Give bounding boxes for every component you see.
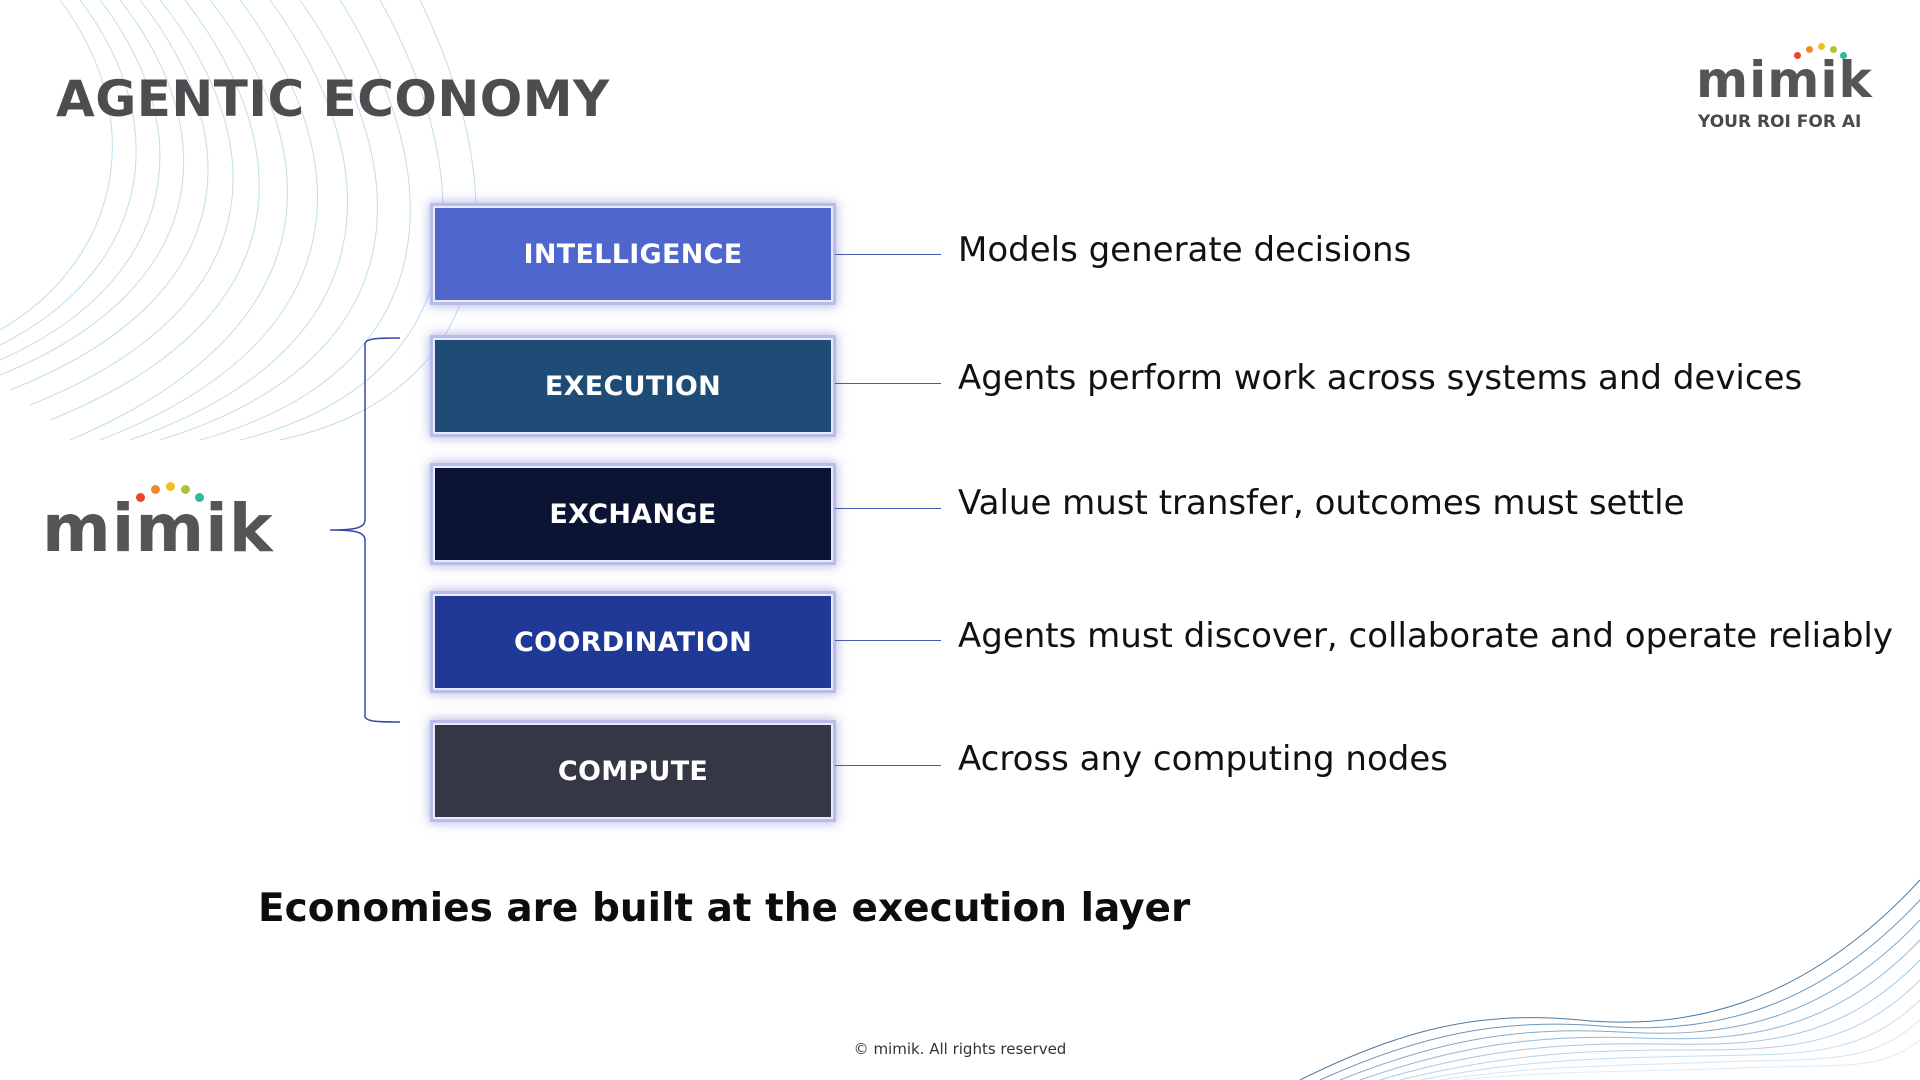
logo-wordmark: mimik: [42, 490, 274, 567]
mimik-logo-top-right: mimik YOUR ROI FOR AI: [1690, 40, 1890, 135]
layer-label: COORDINATION: [514, 626, 752, 658]
logo-dot-orange: [151, 485, 160, 494]
connector-line: [835, 640, 941, 641]
layer-compute: COMPUTE: [433, 723, 833, 819]
mimik-logo-left: mimik: [40, 475, 280, 575]
logo-tagline: YOUR ROI FOR AI: [1698, 112, 1862, 132]
layer-exchange: EXCHANGE: [433, 466, 833, 562]
connector-line: [835, 383, 941, 384]
slide-title: AGENTIC ECONOMY: [56, 70, 610, 128]
layer-label: COMPUTE: [557, 755, 709, 787]
logo-dot-teal: [195, 493, 204, 502]
logo-dot-teal: [1840, 52, 1847, 59]
layer-description: Across any computing nodes: [958, 739, 1448, 779]
copyright-footer: © mimik. All rights reserved: [853, 1040, 1067, 1058]
key-statement: Economies are built at the execution lay…: [258, 886, 1191, 931]
logo-dot-orange: [1806, 46, 1813, 53]
layer-label: INTELLIGENCE: [523, 238, 743, 270]
logo-dot-green: [1830, 46, 1837, 53]
logo-dot-green: [181, 485, 190, 494]
layer-description: Agents must discover, collaborate and op…: [958, 616, 1893, 656]
bracket-brace: [329, 337, 401, 723]
logo-dot-red: [136, 493, 145, 502]
logo-wordmark: mimik: [1696, 51, 1873, 109]
connector-line: [835, 254, 941, 255]
logo-dot-red: [1794, 52, 1801, 59]
layer-label: EXCHANGE: [549, 498, 717, 530]
layer-description: Models generate decisions: [958, 230, 1412, 270]
logo-dot-yellow: [1818, 43, 1825, 50]
connector-line: [835, 508, 941, 509]
logo-dot-yellow: [166, 482, 175, 491]
layer-execution: EXECUTION: [433, 338, 833, 434]
layer-intelligence: INTELLIGENCE: [433, 206, 833, 302]
connector-line: [835, 765, 941, 766]
layer-description: Agents perform work across systems and d…: [958, 358, 1803, 398]
layer-coordination: COORDINATION: [433, 594, 833, 690]
layer-description: Value must transfer, outcomes must settl…: [958, 483, 1685, 523]
layer-label: EXECUTION: [544, 370, 722, 402]
